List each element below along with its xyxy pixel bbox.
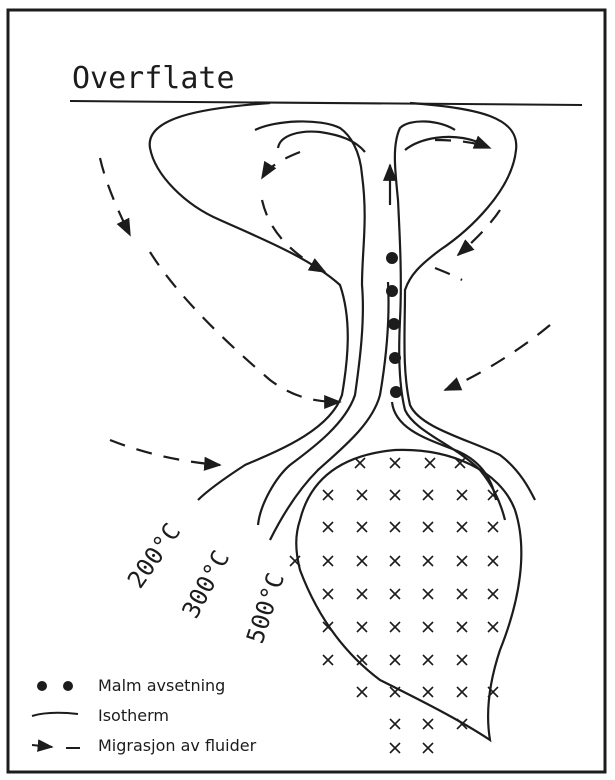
isotherm-outer-left bbox=[150, 103, 348, 500]
isotherm-top-inner bbox=[278, 132, 365, 152]
diagram-border bbox=[8, 10, 605, 772]
migration-arrow-top-left bbox=[262, 152, 300, 178]
migration-arrow-right-short bbox=[435, 268, 462, 280]
legend-isotherm-icon bbox=[32, 713, 78, 716]
legend-migration-label: Migrasjon av fluider bbox=[98, 736, 257, 755]
isotherm-label-500: 500°C bbox=[241, 569, 290, 646]
migration-arrows bbox=[100, 140, 550, 465]
migration-arrow-left-low bbox=[110, 440, 220, 465]
legend-ore-icon bbox=[37, 681, 47, 691]
surface-label: Overflate bbox=[72, 61, 235, 96]
migration-arrow-right-mid bbox=[445, 325, 550, 390]
migration-arrow-left-sweep bbox=[150, 252, 340, 402]
legend-migration-icon bbox=[32, 745, 52, 747]
legend-ore-icon bbox=[63, 681, 73, 691]
ore-dot bbox=[388, 318, 400, 330]
ore-dot bbox=[390, 386, 402, 398]
legend-isotherm-label: Isotherm bbox=[98, 706, 169, 725]
pluton-pattern bbox=[290, 458, 498, 753]
isotherm-500-left bbox=[270, 282, 389, 540]
isotherm-middle-right bbox=[395, 121, 505, 520]
isotherm-outer-right bbox=[404, 103, 535, 500]
surface-line bbox=[70, 101, 582, 105]
legend-ore-label: Malm avsetning bbox=[98, 676, 225, 695]
isotherm-label-200: 200°C bbox=[122, 518, 186, 593]
migration-arrow-left-upper bbox=[100, 158, 130, 235]
legend: Malm avsetning Isotherm Migrasjon av flu… bbox=[32, 676, 257, 755]
isotherm-curves bbox=[150, 103, 535, 740]
migration-arrow-inner-left bbox=[262, 200, 325, 272]
migration-arrow-top-right bbox=[435, 140, 490, 148]
ore-dot bbox=[389, 352, 401, 364]
ore-dot bbox=[386, 285, 398, 297]
ore-dot bbox=[386, 252, 398, 264]
isotherm-top-inner-right bbox=[405, 137, 478, 150]
isotherm-label-300: 300°C bbox=[177, 546, 236, 623]
